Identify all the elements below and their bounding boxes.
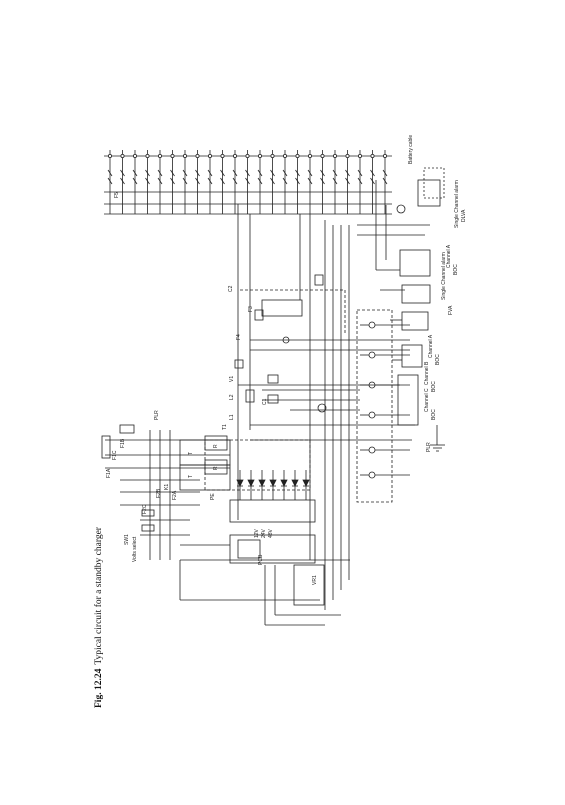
f2c-label: F2C xyxy=(142,504,148,514)
f4-label: F4 xyxy=(236,334,242,340)
t1-label: T1 xyxy=(222,424,228,430)
channel-b-boc-label: Channel B xyxy=(424,361,430,385)
c1-label: C1 xyxy=(262,398,268,405)
channel-a-boc-right-label: Channel A xyxy=(446,244,452,268)
v1-label: V1 xyxy=(229,376,235,382)
48v-label: 48V xyxy=(268,528,274,538)
channel-c-boc-label: Channel C xyxy=(424,388,430,412)
l2-label: L2 xyxy=(229,394,235,400)
single-channel-alarm-dlva-label: Single Channel alarm xyxy=(454,180,460,228)
f2a-label: F2A xyxy=(172,490,178,500)
battery-cable-label: Battery cable xyxy=(408,135,414,164)
channel-a-boc-mid-label: Channel A xyxy=(428,334,434,358)
figure-title: Typical circuit for a standby charger xyxy=(94,527,104,665)
t-upper-label: T xyxy=(188,452,194,455)
t-lower-label: T xyxy=(188,475,194,478)
f2b-label: F2B xyxy=(156,488,162,498)
fva-code-label: FVA xyxy=(448,305,454,315)
f1a-label: F1A xyxy=(106,468,112,478)
boc-b-label: BOC xyxy=(431,381,437,392)
k1-label: K1 xyxy=(164,484,170,490)
12v-label: 12V xyxy=(254,528,260,538)
f1c-label: F1C xyxy=(112,450,118,460)
f1b-label: F1B xyxy=(120,438,126,448)
vr1-label: VR1 xyxy=(312,575,318,585)
plr-bottom-label: PLR xyxy=(426,442,432,452)
single-channel-alarm-fva-label: Single Channel alarm xyxy=(441,252,447,300)
c2-label: C2 xyxy=(228,285,234,292)
sw1-label: SW1 xyxy=(124,534,130,545)
boc-mid-label: BOC xyxy=(435,354,441,365)
f5-label: F5 xyxy=(114,192,120,198)
r-lower-label: R xyxy=(213,466,219,470)
dlva-code-label: DLVA xyxy=(461,209,467,222)
boc-c-label: BOC xyxy=(431,409,437,420)
pe-label: PE xyxy=(210,493,216,500)
pcb-label: PCB xyxy=(258,554,264,565)
l1-label: L1 xyxy=(229,414,235,420)
boc-right-label: BOC xyxy=(453,264,459,275)
f3-label: F3 xyxy=(248,306,254,312)
figure-caption: Fig. 12.24 Typical circuit for a standby … xyxy=(94,527,104,708)
figure-number: Fig. 12.24 xyxy=(94,668,104,708)
volts-select-label: Volts select xyxy=(132,536,138,562)
plr-top-label: PLR xyxy=(154,410,160,420)
24v-label: 24V xyxy=(261,528,267,538)
r-upper-label: R xyxy=(213,444,219,448)
